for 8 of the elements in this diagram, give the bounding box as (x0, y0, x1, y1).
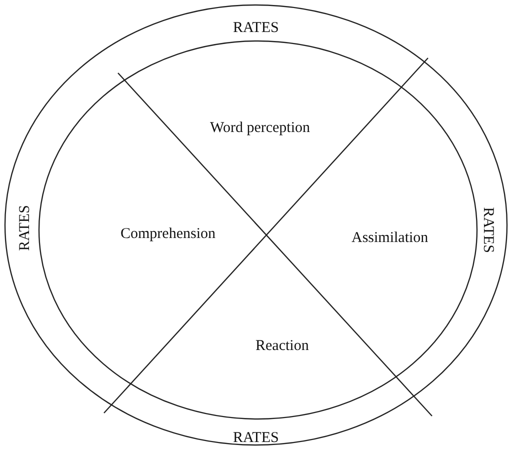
sector-label: Assimilation (352, 229, 428, 247)
ring-label: RATES (233, 19, 279, 37)
sector-label: Comprehension (120, 225, 216, 243)
ring-label: RATES (233, 429, 279, 447)
sector-label: Reaction (256, 337, 309, 355)
sector-label: Word perception (210, 119, 310, 137)
ring-label: RATES (478, 207, 497, 253)
ring-label: RATES (16, 205, 34, 251)
